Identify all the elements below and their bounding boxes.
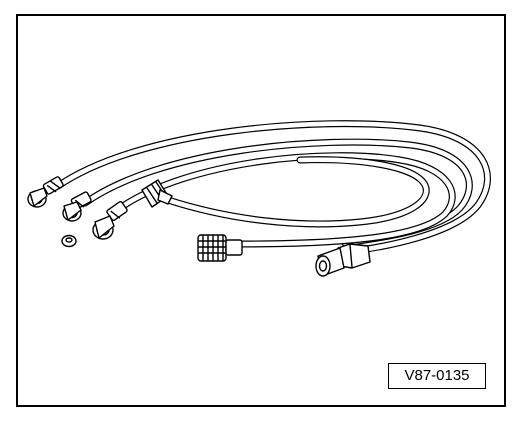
quick-coupler [315, 243, 371, 277]
hose-fitting-left-2 [62, 191, 92, 222]
hose-fitting-left-1 [27, 176, 64, 208]
figure-code-label: V87-0135 [388, 363, 486, 389]
knurled-nut-fitting [197, 234, 243, 262]
hose-fitting-straight [141, 179, 173, 208]
hose-4 [164, 156, 430, 228]
hose-fitting-left-3 [92, 201, 128, 240]
seal-ring [61, 234, 77, 248]
figure-frame [16, 14, 506, 407]
hose-3 [116, 152, 456, 248]
hose-1 [54, 120, 491, 256]
